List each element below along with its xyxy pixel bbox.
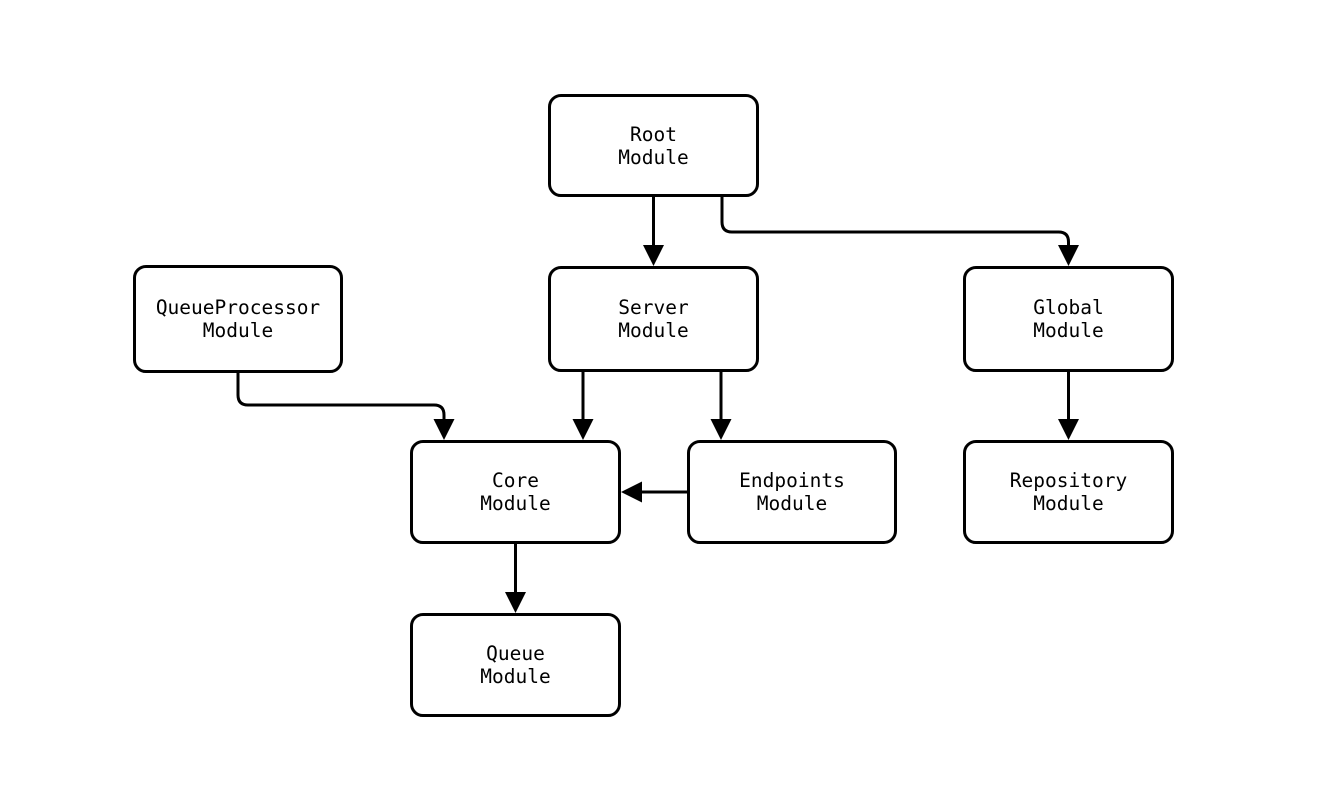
edge-core-to-queue — [505, 544, 526, 613]
node-server-module[interactable]: Server Module — [548, 266, 759, 372]
edge-root-to-server — [643, 197, 664, 266]
node-global-module-label-line2: Module — [1033, 319, 1104, 342]
node-queueprocessor-module[interactable]: QueueProcessor Module — [133, 265, 343, 373]
node-queue-module-label-line1: Queue — [486, 642, 545, 665]
node-core-module[interactable]: Core Module — [410, 440, 621, 544]
edge-server-to-core — [572, 372, 594, 440]
edge-endpoints-to-core — [621, 481, 687, 503]
node-global-module[interactable]: Global Module — [963, 266, 1174, 372]
node-root-module-label-line1: Root — [630, 122, 677, 146]
node-server-module-label-line2: Module — [618, 319, 689, 342]
node-queueprocessor-module-label-line2: Module — [202, 319, 274, 342]
node-core-module-label-line2: Module — [480, 492, 551, 515]
node-queue-module[interactable]: Queue Module — [410, 613, 621, 717]
node-core-module-label-line1: Core — [492, 469, 539, 492]
node-endpoints-module-label-line1: Endpoints — [739, 469, 845, 492]
node-root-module[interactable]: Root Module — [548, 94, 759, 197]
node-repository-module-label-line1: Repository — [1009, 469, 1128, 492]
node-endpoints-module[interactable]: Endpoints Module — [687, 440, 897, 544]
node-global-module-label-line1: Global — [1033, 296, 1104, 319]
node-repository-module-label-line2: Module — [1033, 492, 1104, 515]
edge-server-to-endpoints — [710, 372, 732, 440]
edge-global-to-repository — [1058, 372, 1079, 440]
node-queueprocessor-module-label-line1: QueueProcessor — [155, 296, 321, 319]
node-queue-module-label-line2: Module — [480, 665, 551, 688]
node-root-module-label-line2: Module — [618, 145, 689, 169]
edge-root-to-global — [720, 197, 1079, 266]
node-server-module-label-line1: Server — [618, 296, 689, 319]
node-endpoints-module-label-line2: Module — [756, 492, 828, 515]
node-repository-module[interactable]: Repository Module — [963, 440, 1174, 544]
edge-queueprocessor-to-core — [236, 373, 455, 440]
